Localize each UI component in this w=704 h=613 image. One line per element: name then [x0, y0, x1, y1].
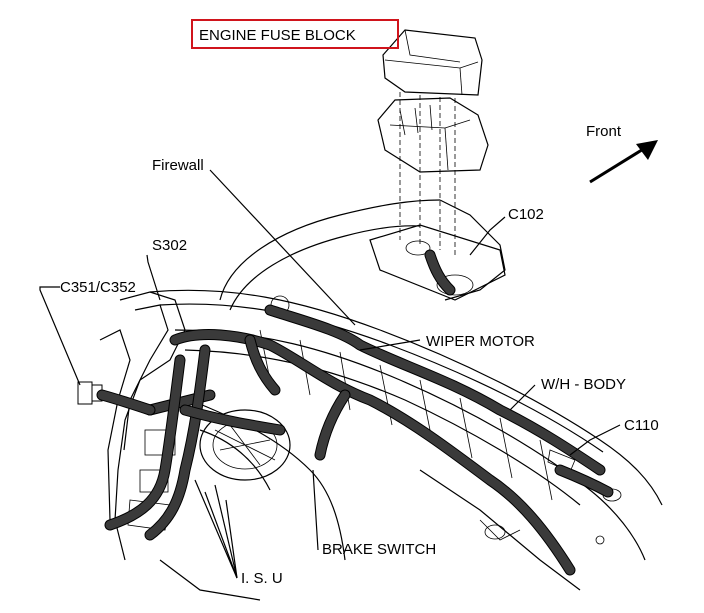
- label-front: Front: [586, 123, 622, 140]
- callout-leaders: [39, 169, 621, 579]
- label-wiper-motor: WIPER MOTOR: [426, 333, 535, 350]
- engine-fuse-block-drawing: [369, 29, 506, 301]
- front-arrow-icon: [589, 140, 658, 184]
- label-s302: S302: [152, 237, 187, 254]
- wiring-harness: [77, 304, 614, 576]
- label-c110: C110: [624, 417, 659, 434]
- label-firewall: Firewall: [152, 157, 204, 174]
- label-engine-fuse-block: ENGINE FUSE BLOCK: [199, 27, 356, 44]
- label-isu: I. S. U: [241, 570, 283, 587]
- label-brake-switch: BRAKE SWITCH: [322, 541, 436, 558]
- label-wh-body: W/H - BODY: [541, 376, 626, 393]
- label-c351-c352: C351/C352: [60, 279, 136, 296]
- label-c102: C102: [508, 206, 544, 223]
- engine-fuse-block-highlight: [191, 19, 399, 49]
